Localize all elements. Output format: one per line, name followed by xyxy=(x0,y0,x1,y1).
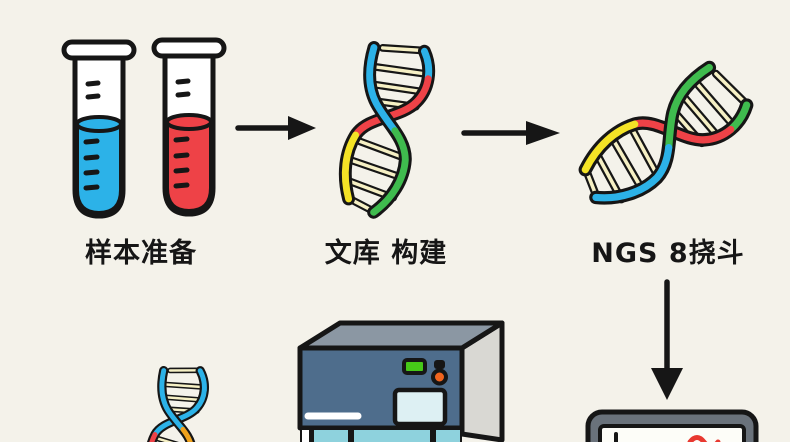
label-library-construction: 文库 构建 xyxy=(324,238,448,269)
sample-tubes xyxy=(58,36,228,226)
machine-base-strip xyxy=(302,430,309,442)
signal-trace xyxy=(687,435,721,442)
arrow-right-icon xyxy=(461,121,560,145)
device-screen xyxy=(392,387,448,427)
led-indicator xyxy=(402,358,427,375)
label-sample-preparation: 样本准备 xyxy=(85,238,197,269)
power-button xyxy=(431,368,448,386)
drawer-panel xyxy=(436,430,460,442)
dna-helix-fragment xyxy=(100,348,250,442)
blue-test-tube xyxy=(64,42,134,216)
label-ngs-sequencing: NGS 8挠斗 xyxy=(591,238,745,269)
dna-helix-library xyxy=(292,20,476,232)
machine-top-face xyxy=(297,320,505,351)
arrow-down-icon xyxy=(651,279,683,400)
small-vent xyxy=(434,360,445,369)
arrow-right-icon xyxy=(235,116,316,140)
analysis-monitor xyxy=(585,409,759,442)
drawer-panel xyxy=(354,430,430,442)
monitor-screen xyxy=(598,424,746,442)
red-test-tube xyxy=(154,40,224,214)
drawer-panel xyxy=(314,430,348,442)
sequencer-machine xyxy=(297,320,505,442)
